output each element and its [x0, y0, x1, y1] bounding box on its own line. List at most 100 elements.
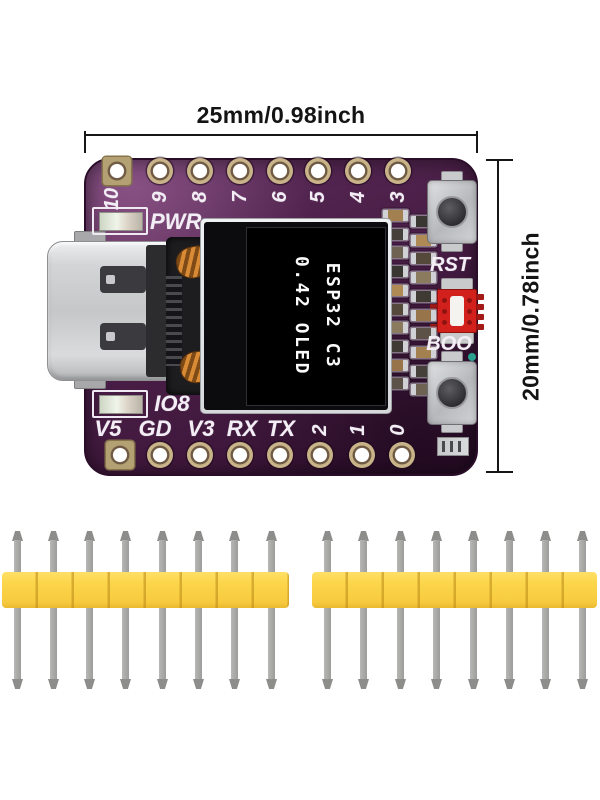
switch-slot	[450, 296, 464, 326]
pin-pad	[307, 442, 333, 468]
smd-component	[383, 378, 408, 390]
pin-label: 7	[229, 191, 251, 203]
header-pin	[540, 531, 551, 541]
height-dimension-tick-top	[486, 159, 513, 161]
pin-pad	[227, 442, 253, 468]
header-pin	[358, 531, 369, 541]
reset-button-actuator	[436, 196, 468, 228]
header-pin	[468, 679, 479, 689]
oled-screen	[246, 227, 386, 406]
header-pin	[229, 679, 240, 689]
pwr-led	[99, 212, 143, 231]
header-pin	[122, 540, 129, 680]
reset-label: RST	[430, 254, 470, 276]
smd-component	[411, 253, 436, 265]
header-pin	[579, 540, 586, 680]
pin-label: 3	[387, 191, 409, 203]
header-pin	[120, 679, 131, 689]
io8-led-bracket	[92, 390, 148, 418]
smd-component	[383, 284, 408, 296]
pin-pad	[305, 158, 331, 184]
smd-component	[411, 365, 436, 377]
boot-label: BOO	[426, 333, 472, 355]
pin-pad	[389, 442, 415, 468]
smd-component	[411, 346, 436, 358]
smd-component	[411, 384, 436, 396]
pin-pad	[106, 441, 134, 469]
header-pin	[84, 531, 95, 541]
header-pin	[577, 679, 588, 689]
io8-label: IO8	[154, 391, 190, 416]
pin-pad	[385, 158, 411, 184]
header-pin	[266, 531, 277, 541]
smd-component	[411, 272, 436, 284]
pin-label: 4	[347, 191, 369, 203]
header-pin	[322, 679, 333, 689]
flex-connector-ribs	[166, 276, 182, 366]
pin-label: RX	[226, 416, 258, 441]
pin-label: 5	[307, 191, 329, 203]
height-dimension-line	[497, 159, 499, 473]
width-dimension-tick-right	[476, 131, 478, 153]
header-pin	[159, 540, 166, 680]
pin-label: 1	[347, 424, 369, 436]
pin-label: 0	[387, 424, 409, 436]
header-pin	[431, 679, 442, 689]
header-pin	[86, 540, 93, 680]
oled-screen-text: ESP32 C3 0.42 OLED	[291, 255, 343, 377]
pin-header-right	[312, 572, 597, 608]
switch-pin	[477, 324, 484, 330]
pin-pad	[267, 442, 293, 468]
pin-pad	[227, 158, 253, 184]
header-pin	[324, 540, 331, 680]
header-pin	[229, 531, 240, 541]
usb-port-opening	[146, 245, 168, 377]
pin-pad	[103, 157, 131, 185]
smd-component	[411, 234, 436, 246]
header-pin	[540, 679, 551, 689]
smd-component	[411, 328, 436, 340]
boot-button-actuator	[436, 377, 468, 409]
header-pin	[157, 679, 168, 689]
header-pin	[157, 531, 168, 541]
header-pin	[193, 679, 204, 689]
pin-pad	[349, 442, 375, 468]
width-dimension-label: 25mm/0.98inch	[196, 102, 366, 128]
header-pin	[84, 679, 95, 689]
switch-pin	[477, 294, 484, 300]
pin-pad	[187, 158, 213, 184]
header-pin	[397, 540, 404, 680]
width-dimension-line	[84, 134, 478, 136]
pwr-label: PWR	[150, 209, 202, 234]
indicator-dot	[468, 353, 476, 361]
header-pin	[433, 540, 440, 680]
usb-port-contact-dot	[106, 275, 115, 284]
height-dimension-tick-bottom	[486, 471, 513, 473]
smd-component	[411, 290, 436, 302]
header-pin	[468, 531, 479, 541]
header-pin	[395, 679, 406, 689]
header-pin	[231, 540, 238, 680]
smd-component	[383, 210, 408, 221]
header-pin	[358, 679, 369, 689]
pin-label: GD	[138, 416, 172, 441]
smd-component	[383, 359, 408, 371]
boot-button	[427, 361, 477, 425]
pin-pad	[345, 158, 371, 184]
header-pin	[470, 540, 477, 680]
smd-filter	[437, 437, 469, 456]
switch-pin	[477, 314, 484, 320]
switch-contacts	[442, 298, 447, 303]
pin-label: V3	[187, 416, 215, 441]
switch-pin	[477, 304, 484, 310]
smd-component	[411, 309, 436, 321]
io8-led	[99, 395, 143, 414]
switch-pin	[430, 304, 437, 310]
header-pin	[431, 531, 442, 541]
header-pin	[48, 679, 59, 689]
header-pin	[266, 679, 277, 689]
smd-component	[383, 340, 408, 352]
switch-pin	[430, 324, 437, 330]
usb-port-contact-dot	[106, 332, 115, 341]
header-pin	[268, 540, 275, 680]
